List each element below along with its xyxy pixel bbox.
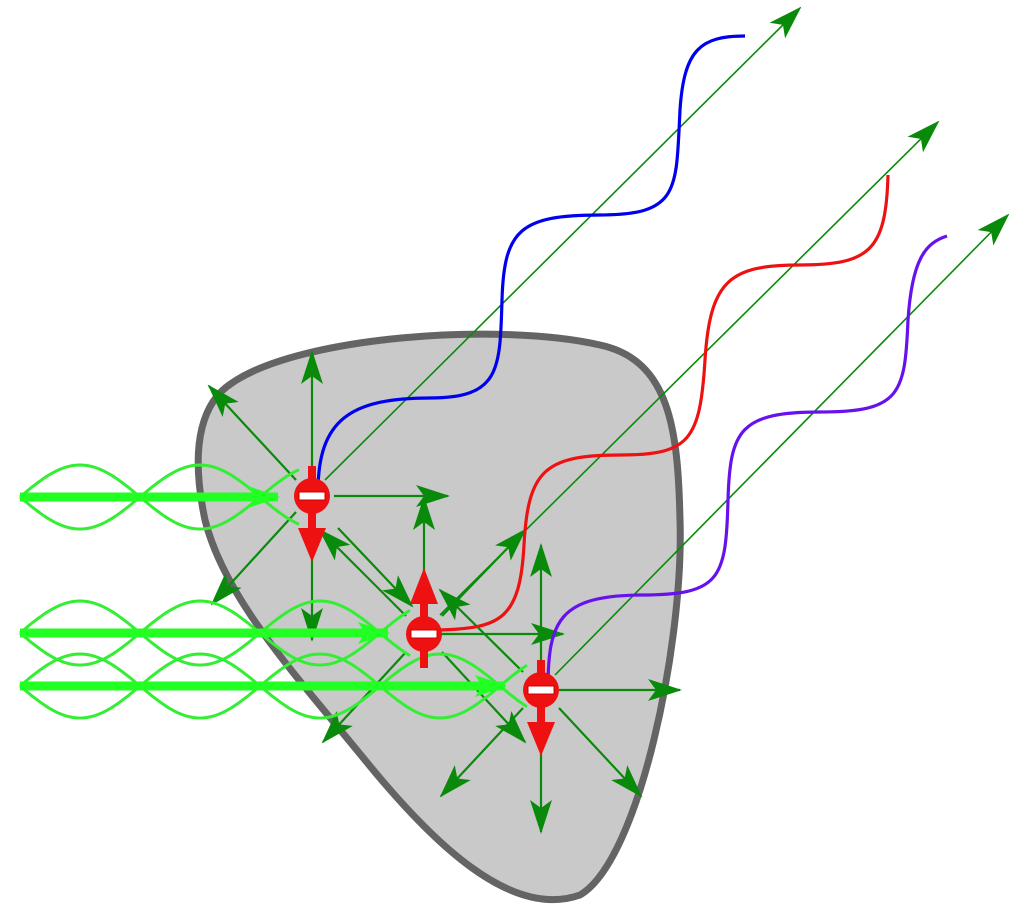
- scattered-direction-arrow: [324, 6, 802, 481]
- incident-wave-group: [19, 463, 528, 720]
- field-arrow: [438, 588, 524, 673]
- scattered-direction-arrow: [439, 120, 940, 616]
- scattered-direction-arrow-group: [324, 6, 1009, 676]
- field-arrow: [210, 511, 297, 606]
- incident-wave: [19, 599, 411, 667]
- field-arrow: [207, 384, 297, 481]
- scattered-wave-group: [316, 34, 948, 689]
- scattered-wave: [546, 234, 948, 689]
- minus-icon: [527, 685, 555, 695]
- field-arrow: [439, 707, 524, 798]
- incident-wave: [19, 652, 528, 720]
- field-arrow: [441, 651, 527, 744]
- scattered-wave: [439, 174, 890, 632]
- electron-group: [294, 478, 559, 708]
- scattered-direction-arrow: [554, 213, 1009, 676]
- field-arrow: [558, 707, 643, 798]
- minus-icon: [410, 629, 438, 639]
- minus-icon: [298, 491, 326, 501]
- field-arrow: [337, 527, 414, 608]
- incident-wave: [19, 599, 411, 667]
- scattered-wave: [316, 34, 746, 493]
- scattering-body: [194, 330, 684, 904]
- incident-wave: [19, 652, 528, 720]
